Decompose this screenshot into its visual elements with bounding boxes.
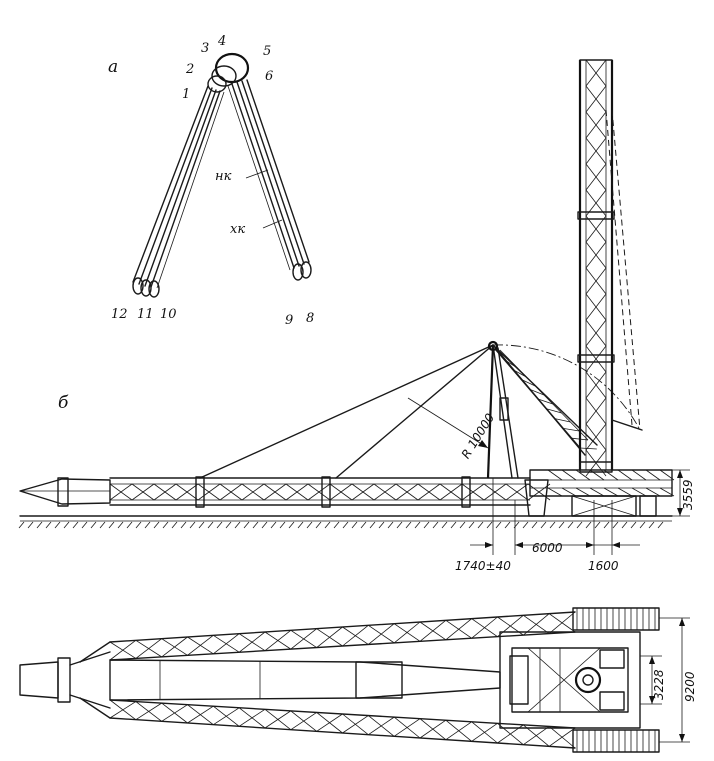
strand-label: 8: [306, 311, 314, 326]
plan-outer-dimension: 9200: [683, 671, 697, 702]
strand-label: 9: [285, 313, 293, 328]
span-dimension: 6000: [532, 541, 563, 555]
boom-nose: [19, 661, 59, 699]
strand-label: 12: [111, 307, 128, 322]
leg-label-lower: хк: [230, 222, 245, 237]
strand-label: 6: [265, 69, 273, 84]
plan-lower-leg: [79, 697, 576, 749]
strand-label: 2: [185, 62, 194, 77]
view-a-letter: а: [108, 57, 118, 77]
plan-upper-leg: [79, 611, 576, 663]
strand-label: 10: [160, 307, 177, 322]
radius-label: R 10000: [459, 411, 498, 461]
crane-base: [524, 461, 675, 517]
plan-base-frame: [499, 607, 660, 753]
strand-label: 1: [182, 87, 190, 102]
turntable-icon: [574, 666, 602, 694]
leg-label-upper: нк: [215, 169, 232, 184]
track-lower: [572, 729, 660, 753]
horizontal-boom: [19, 476, 551, 508]
plan-central-beam: [109, 659, 501, 701]
guy-cables: [199, 344, 598, 479]
plan-inner-dimension: 3228: [652, 669, 666, 700]
plan-dimensions: 3228 9200: [640, 617, 697, 743]
view-b-side-elevation: б: [18, 59, 695, 573]
base-dimension: 1600: [588, 559, 619, 573]
swing-radius-arc: [492, 344, 641, 431]
right-leg-strands: [227, 79, 312, 281]
track-upper: [572, 607, 660, 631]
offset-dimension: 1740±40: [455, 559, 511, 573]
strand-label: 4: [217, 34, 226, 49]
strand-label: 11: [137, 307, 154, 322]
apex-sheave-icon: [487, 340, 499, 352]
plan-view: 3228 9200: [19, 607, 697, 753]
elevation-dimensions: 1740±40 6000 1600 3559: [455, 469, 695, 573]
ground-line: [18, 515, 673, 529]
view-a-cable-diagram: а нк хк: [108, 34, 314, 328]
strand-label: 5: [263, 44, 271, 59]
left-leg-strands: [132, 85, 225, 298]
vertical-mast: [577, 59, 643, 477]
view-b-letter: б: [58, 393, 69, 413]
strand-label: 3: [201, 41, 209, 56]
height-dimension: 3559: [681, 479, 695, 510]
